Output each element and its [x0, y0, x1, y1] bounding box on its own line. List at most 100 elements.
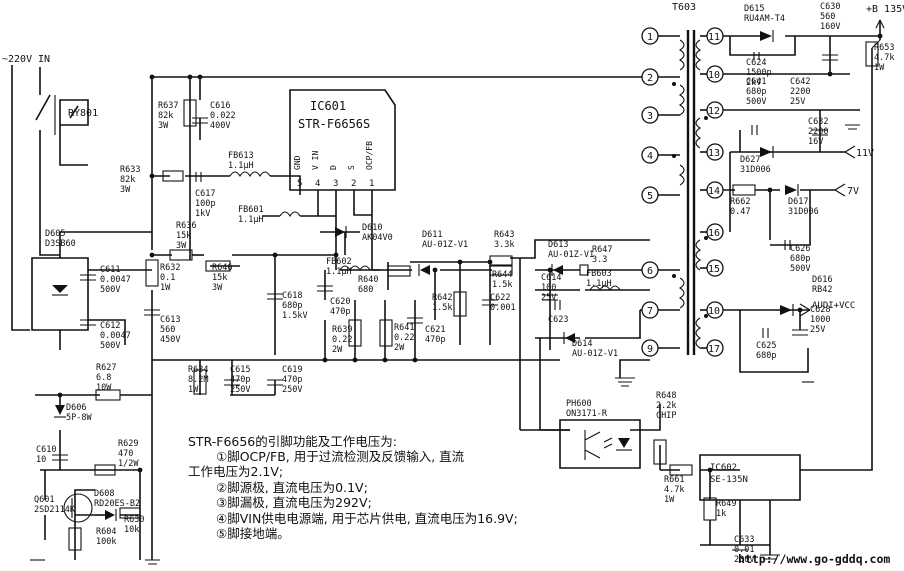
component-ref: C619: [282, 365, 302, 375]
component-ref: FB603: [586, 269, 612, 279]
transformer-pin: [641, 27, 659, 45]
transformer-pin: [641, 186, 659, 204]
ic601-pin-number: 2: [351, 179, 356, 189]
component-value: 0.001: [490, 303, 516, 313]
component-rating: 3W: [212, 283, 223, 293]
component-value: 100p: [195, 199, 215, 209]
component-value: 0.47: [730, 207, 750, 217]
component-ref: C632: [808, 117, 828, 127]
component-ref: C610: [36, 445, 56, 455]
component-value: 10: [36, 455, 46, 465]
component-ref: R653: [874, 43, 894, 53]
transformer-pin-number: 1: [647, 32, 653, 43]
component-rating: 1.5kV: [282, 311, 308, 321]
component-rating: 1W: [188, 385, 199, 395]
transformer-pin-number: 7: [647, 306, 653, 317]
component-ref: R637: [158, 101, 178, 111]
component-rating: 200V: [734, 555, 754, 565]
component-ref: D614: [572, 339, 592, 349]
component-rating: 160V: [820, 22, 840, 32]
transformer-pin: [641, 261, 659, 279]
transformer-pin: [641, 68, 659, 86]
component-rating: CHIP: [656, 411, 676, 421]
component-ref: C621: [425, 325, 445, 335]
component-rating: 500V: [100, 285, 120, 295]
component-rating: 2W: [394, 343, 405, 353]
wiring: [11, 20, 881, 560]
ic602-part: SE-135N: [710, 475, 748, 485]
ic601-pin-number: 4: [315, 179, 320, 189]
mains-voltage: ~220V: [2, 54, 32, 65]
website-link[interactable]: http://www.go-gddq.com: [738, 552, 891, 566]
component-ref: R633: [120, 165, 140, 175]
transformer-pin-number: 10: [708, 70, 720, 81]
component-ref: D606: [66, 403, 86, 413]
component-ref: R629: [118, 439, 138, 449]
component-ref: D616: [812, 275, 832, 285]
component-value: 2200: [808, 127, 828, 137]
notes-line2: ②脚源极, 直流电压为0.1V;: [216, 480, 368, 495]
relay-ref: RY801: [68, 108, 98, 119]
component-ref: R647: [592, 245, 612, 255]
component-rating: 1W: [664, 495, 675, 505]
photocoupler-symbol: [584, 430, 632, 460]
component-rating: 250V: [282, 385, 302, 395]
component-ref: D617: [788, 197, 808, 207]
component-rating: 450V: [160, 335, 180, 345]
component-ref: C628: [810, 305, 830, 315]
component-ref: C616: [210, 101, 230, 111]
component-ref: D611: [422, 230, 442, 240]
component-value: 1.5k: [492, 280, 512, 290]
component-ref: R643: [494, 230, 514, 240]
ground-symbols: [30, 124, 860, 565]
component-ref: R640: [358, 275, 378, 285]
transformer-pin: [706, 27, 724, 45]
component-value: 470: [118, 449, 133, 459]
resistors: [68, 41, 879, 551]
capacitors: [52, 52, 838, 551]
component-rating: 1/2W: [118, 459, 139, 469]
component-value: 1000: [810, 315, 830, 325]
notes-line4: ④脚VIN供电电源端, 用于芯片供电, 直流电压为16.9V;: [216, 511, 518, 526]
component-value: 31D006: [788, 207, 819, 217]
component-rating: 1W: [874, 63, 885, 73]
transformer-pin-number: 2: [647, 73, 653, 84]
transformer-pin: [706, 65, 724, 83]
component-value: 0.0047: [100, 275, 131, 285]
ic601-pin-number: 5: [297, 179, 302, 189]
transformer-pin: [641, 301, 659, 319]
component-ref: D615: [744, 4, 764, 14]
component-value: 1.5k: [432, 303, 452, 313]
component-ref: C615: [230, 365, 250, 375]
component-ref: C622: [490, 293, 510, 303]
component-value: 15k: [176, 231, 191, 241]
ic602-ref: IC602: [710, 463, 737, 473]
ic601-ref: IC601: [310, 99, 346, 113]
component-ref: C626: [790, 244, 810, 254]
component-value: 6.8: [96, 373, 111, 383]
component-rating: 2W: [332, 345, 343, 355]
component-value: 1k: [716, 509, 726, 519]
component-value: 4.7k: [874, 53, 894, 63]
component-ref: D610: [362, 223, 382, 233]
component-ref: R639: [332, 325, 352, 335]
component-ref: R632: [160, 263, 180, 273]
component-value: 100k: [96, 537, 116, 547]
ic601-pin-name: S: [347, 165, 356, 170]
component-value: 1.1µH: [586, 279, 612, 289]
notes-line3: ③脚漏极, 直流电压为292V;: [216, 495, 372, 510]
component-rating: 3W: [120, 185, 131, 195]
transformer-pin: [706, 101, 724, 119]
component-value: 680p: [282, 301, 302, 311]
component-value: AK04V0: [362, 233, 393, 243]
winding-polarity-dots: [672, 82, 708, 318]
component-rating: 1kV: [195, 209, 210, 219]
transformer-pin-number: 9: [647, 344, 653, 355]
notes-line1: ①脚OCP/FB, 用于过流检测及反馈输入, 直流: [216, 449, 465, 464]
component-ref: FB602: [326, 257, 352, 267]
transformer-pin-number: 15: [708, 264, 720, 275]
component-value: 4.7k: [664, 485, 684, 495]
